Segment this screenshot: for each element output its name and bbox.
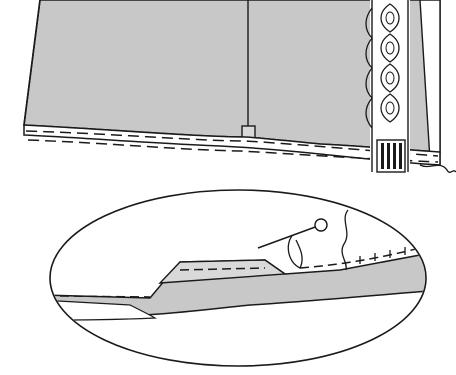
- lace-trim-insert: [366, 0, 410, 175]
- thread-tail: [420, 165, 456, 172]
